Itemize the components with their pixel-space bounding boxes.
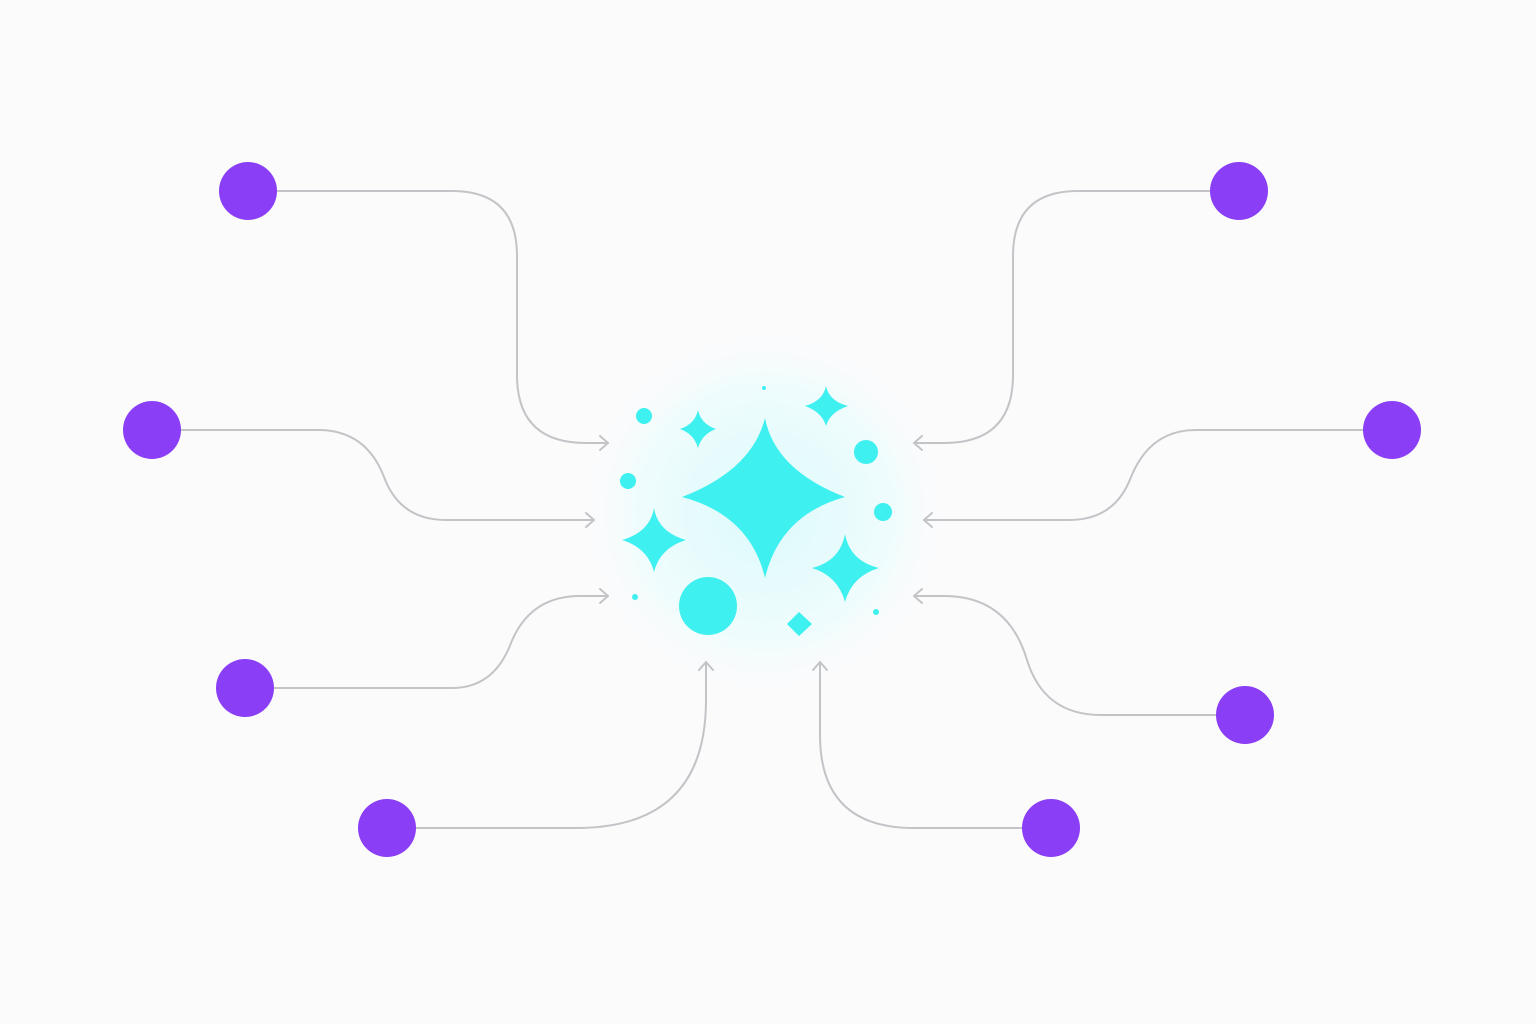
star-sparkle-left <box>622 508 686 572</box>
connector-middle-right <box>923 429 1393 521</box>
arrowhead-bottom-right <box>812 661 828 671</box>
node-bottom-left[interactable] <box>358 799 416 857</box>
node-lower-right[interactable] <box>1216 686 1274 744</box>
small-star-sparkle-top-left <box>680 410 716 448</box>
connector-bottom-right <box>819 661 1052 829</box>
arrowhead-middle-right <box>923 512 933 528</box>
arrowhead-lower-right <box>913 588 923 604</box>
connector-middle-left <box>151 429 595 521</box>
node-top-left[interactable] <box>219 162 277 220</box>
dot-sparkle <box>873 609 879 615</box>
sparkles-icon <box>620 386 892 636</box>
arrowheads <box>585 435 933 671</box>
arrowhead-top-right <box>913 435 923 451</box>
arrowhead-lower-left <box>599 588 609 604</box>
dot-sparkle <box>679 577 737 635</box>
connector-lower-right <box>913 595 1246 716</box>
connector-lower-left <box>244 595 609 689</box>
node-lower-left[interactable] <box>216 659 274 717</box>
dot-sparkle <box>874 503 892 521</box>
dot-sparkle <box>636 408 652 424</box>
arrowhead-top-left <box>599 435 609 451</box>
diamond-sparkle <box>787 612 812 636</box>
connector-lines <box>151 190 1393 829</box>
connector-top-left <box>247 190 609 444</box>
large-star-sparkle <box>682 418 845 578</box>
dot-sparkle <box>632 594 638 600</box>
star-sparkle-right <box>812 534 879 602</box>
arrowhead-bottom-left <box>698 661 714 671</box>
dot-sparkle <box>620 473 636 489</box>
connector-top-right <box>913 190 1240 444</box>
node-bottom-right[interactable] <box>1022 799 1080 857</box>
dot-sparkle <box>854 440 878 464</box>
dot-sparkle <box>762 386 766 390</box>
arrowhead-middle-left <box>585 512 595 528</box>
small-star-sparkle-top-right <box>805 386 848 426</box>
node-middle-right[interactable] <box>1363 401 1421 459</box>
connector-bottom-left <box>386 661 707 829</box>
node-top-right[interactable] <box>1210 162 1268 220</box>
nodes <box>123 162 1421 857</box>
node-middle-left[interactable] <box>123 401 181 459</box>
